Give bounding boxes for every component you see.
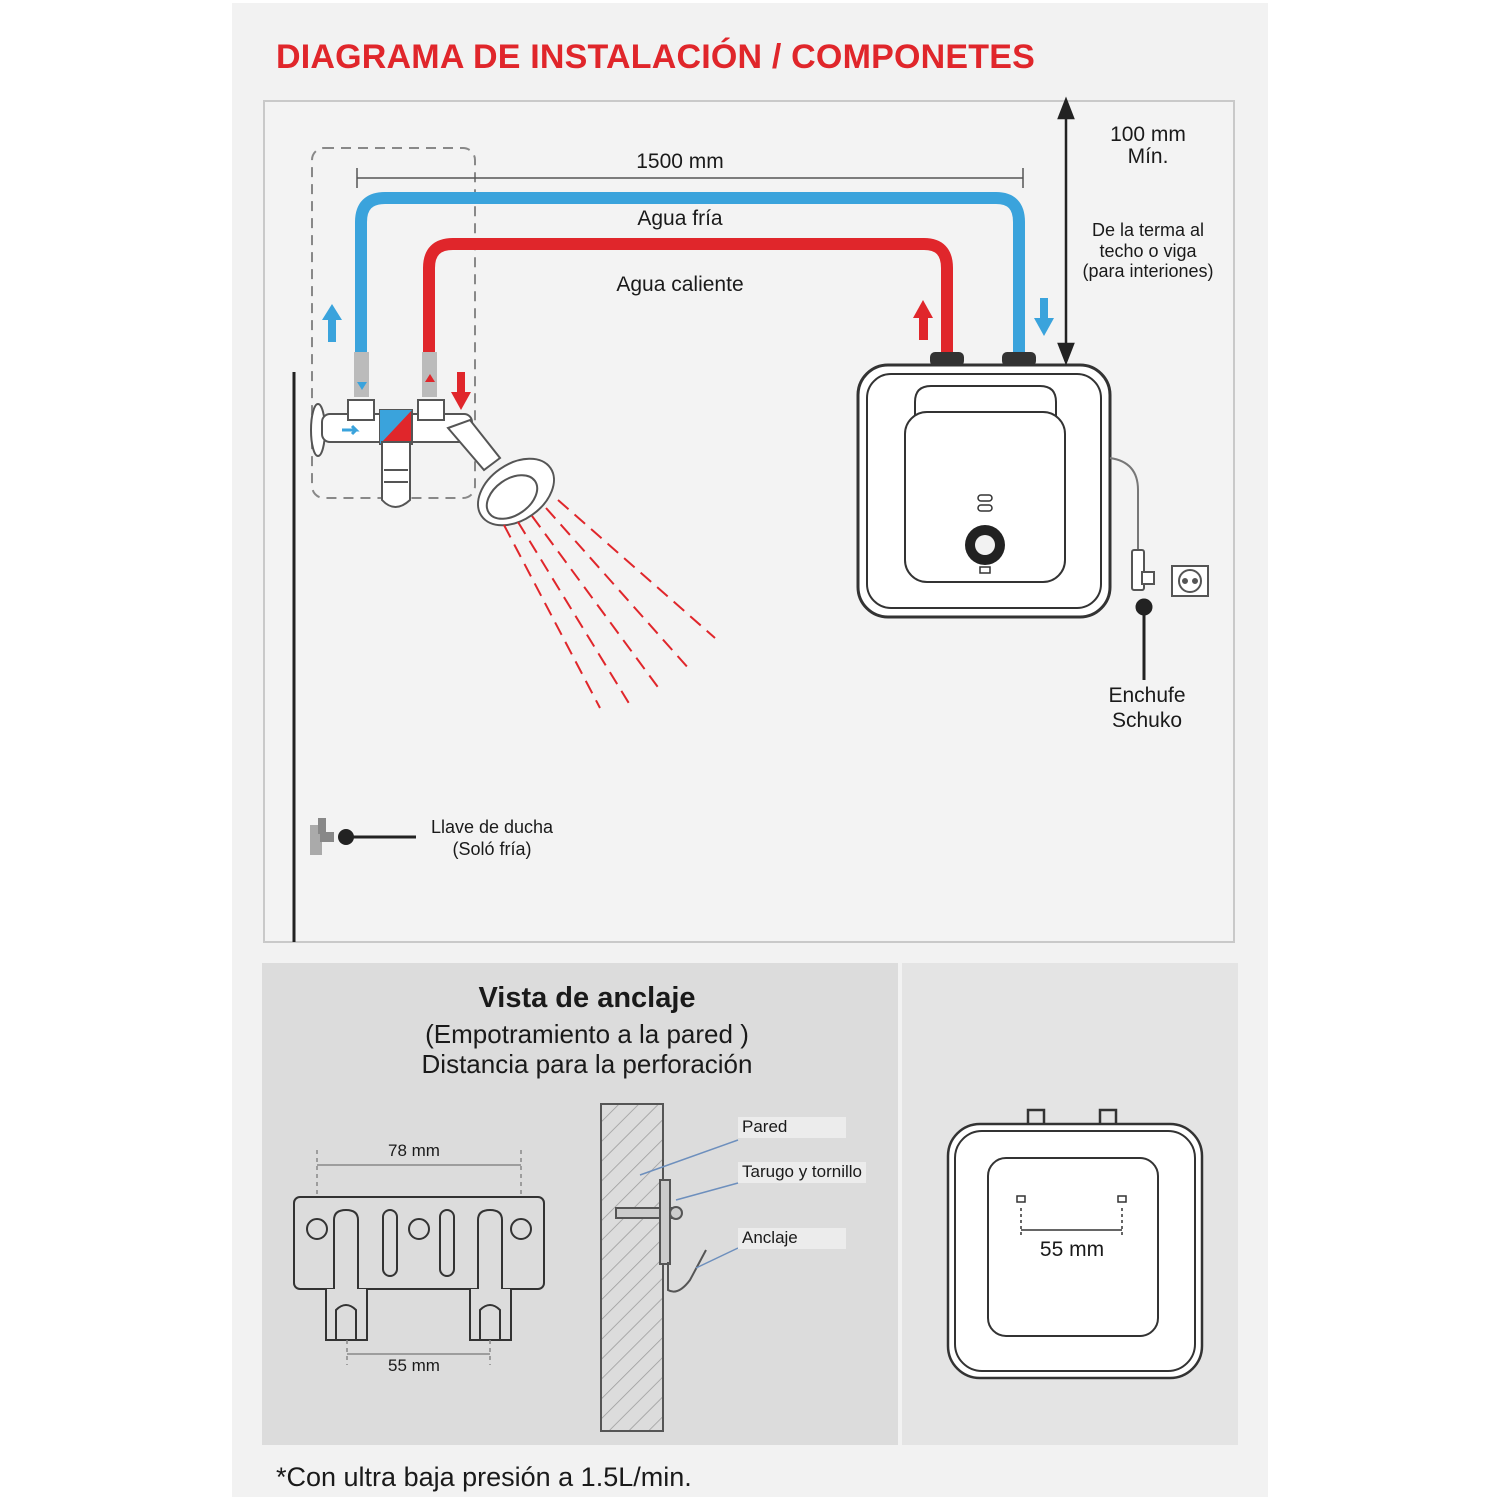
anchor-view-subtitle-2: Distancia para la perforación bbox=[421, 1049, 753, 1079]
bracket-spacing-dimension bbox=[346, 1340, 491, 1365]
clearance-dimension bbox=[1057, 96, 1075, 366]
down-arrow-icon bbox=[451, 372, 471, 410]
screw-and-anchor bbox=[615, 1179, 707, 1293]
hole-spacing-dimension bbox=[1020, 1208, 1123, 1238]
wall-section bbox=[600, 1103, 664, 1432]
bracket-width-dimension bbox=[316, 1150, 522, 1195]
diagram-title: DIAGRAMA DE INSTALACIÓN / COMPONETES bbox=[276, 38, 1035, 76]
cold-water-pipe bbox=[355, 192, 1025, 355]
shower-valve-icon bbox=[310, 818, 416, 855]
power-cable bbox=[1109, 457, 1139, 560]
schuko-socket-icon bbox=[1171, 565, 1209, 597]
water-spray bbox=[503, 499, 716, 709]
hot-water-label: Agua caliente bbox=[616, 273, 744, 296]
bracket-width-label: 78 mm bbox=[388, 1141, 440, 1160]
anchor-bracket bbox=[293, 1196, 545, 1341]
cold-water-label: Agua fría bbox=[637, 207, 723, 230]
hole-spacing-label: 55 mm bbox=[1039, 1238, 1105, 1261]
plug-label: Enchufe Schuko bbox=[1108, 684, 1186, 733]
hot-water-pipe bbox=[423, 238, 953, 355]
plug-leader bbox=[1135, 598, 1153, 680]
pipe-length-label: 1500 mm bbox=[636, 150, 724, 173]
shower-valve-label: Llave de ducha (Soló fría) bbox=[430, 817, 554, 859]
up-arrow-icon bbox=[913, 300, 933, 340]
shower-head-icon bbox=[446, 418, 555, 527]
anchor-view-title: Vista de anclaje bbox=[478, 982, 696, 1014]
screw-callout: Tarugo y tornillo bbox=[738, 1162, 867, 1183]
anchor-view-subtitle-1: (Empotramiento a la pared ) bbox=[425, 1019, 749, 1049]
up-arrow-icon bbox=[322, 304, 342, 342]
mixer-valve bbox=[310, 399, 473, 508]
water-heater-icon bbox=[856, 352, 1112, 619]
clearance-label: 100 mm Mín. bbox=[1110, 123, 1186, 169]
anchor-callout: Anclaje bbox=[738, 1228, 846, 1249]
wall-callout-lines bbox=[639, 1139, 739, 1269]
bracket-spacing-label: 55 mm bbox=[388, 1356, 440, 1375]
mixer-dashed-box bbox=[311, 147, 476, 499]
pipe-length-dimension bbox=[356, 168, 1024, 188]
footnote: *Con ultra baja presión a 1.5L/min. bbox=[276, 1462, 692, 1492]
down-arrow-icon bbox=[1034, 298, 1054, 336]
plug-icon bbox=[1131, 549, 1155, 591]
wall-callout: Pared bbox=[738, 1117, 846, 1138]
clearance-note: De la terma al techo o viga (para interi… bbox=[1082, 220, 1214, 282]
heater-back-view bbox=[946, 1108, 1204, 1380]
